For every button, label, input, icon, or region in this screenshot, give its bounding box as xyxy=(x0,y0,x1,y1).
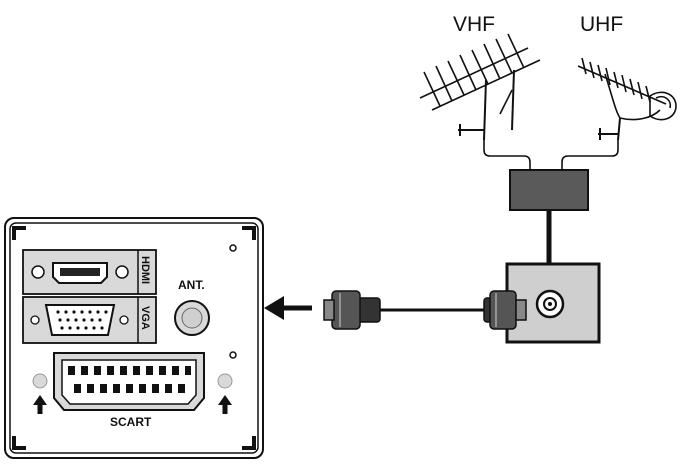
screw-icon xyxy=(229,244,237,252)
vhf-antenna-icon xyxy=(419,33,541,141)
arrow-left-icon xyxy=(264,296,312,320)
antenna-feed-cables xyxy=(483,140,619,170)
arrow-up-icon xyxy=(33,395,47,414)
antenna-input-label: ANT. xyxy=(178,278,205,292)
scart-label: SCART xyxy=(110,415,152,429)
scart-side-dot xyxy=(217,373,233,389)
vga-label: VGA xyxy=(139,306,151,330)
hdmi-label: HDMI xyxy=(139,256,151,284)
coaxial-cable xyxy=(323,290,527,330)
uhf-antenna-icon xyxy=(577,57,677,141)
antenna-input-port[interactable] xyxy=(174,300,210,336)
scart-port[interactable] xyxy=(53,352,205,411)
antenna-splitter xyxy=(509,169,589,211)
uhf-label: UHF xyxy=(580,13,623,36)
vga-port[interactable] xyxy=(44,304,116,336)
screw-icon xyxy=(229,351,237,359)
scart-side-dot xyxy=(32,373,48,389)
hdmi-port[interactable] xyxy=(52,262,108,284)
arrow-up-icon xyxy=(218,395,232,414)
vhf-label: VHF xyxy=(453,13,495,36)
